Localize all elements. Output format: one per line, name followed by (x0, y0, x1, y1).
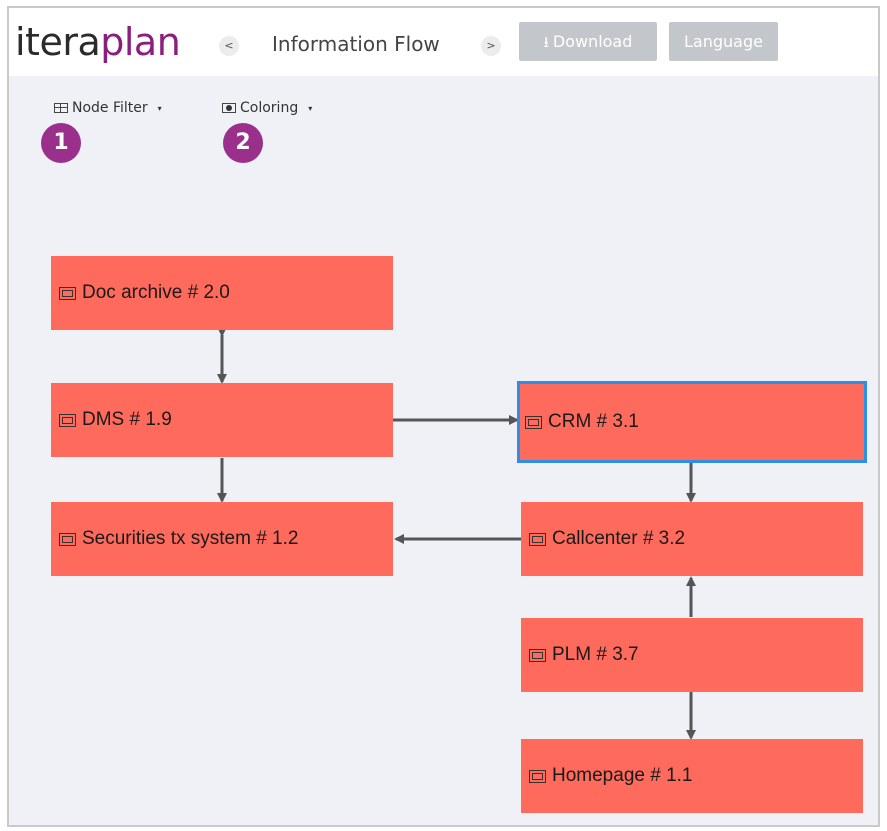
node-label: PLM # 3.7 (552, 644, 639, 665)
logo-text-itera: itera (15, 20, 101, 64)
download-button[interactable]: ⭳Download (519, 22, 657, 61)
logo-text-plan: plan (100, 20, 181, 64)
node-label: Homepage # 1.1 (552, 765, 693, 786)
download-label: Download (552, 32, 633, 51)
node-label: Doc archive # 2.0 (82, 282, 230, 303)
application-icon (59, 286, 76, 300)
language-button[interactable]: Language (669, 22, 778, 61)
page-title: Information Flow (272, 32, 440, 56)
node-crm[interactable]: CRM # 3.1 (517, 381, 867, 463)
previous-view-button[interactable]: < (219, 36, 239, 56)
node-plm[interactable]: PLM # 3.7 (521, 618, 863, 692)
chevron-down-icon: ▾ (157, 103, 162, 113)
app-window: iteraplan < Information Flow > ⭳Download… (7, 6, 880, 827)
node-filter-menu[interactable]: Node Filter ▾ (54, 100, 162, 116)
node-label: CRM # 3.1 (548, 411, 639, 432)
node-label: DMS # 1.9 (82, 409, 172, 430)
coloring-menu[interactable]: Coloring ▾ (222, 100, 312, 116)
application-icon (529, 532, 546, 546)
node-filter-icon (54, 103, 68, 113)
node-dms[interactable]: DMS # 1.9 (51, 383, 393, 457)
node-label: Securities tx system # 1.2 (82, 528, 299, 549)
header-bar: iteraplan < Information Flow > ⭳Download… (9, 8, 878, 76)
download-icon: ⭳ (543, 33, 549, 51)
application-icon (59, 413, 76, 427)
node-label: Callcenter # 3.2 (552, 528, 686, 549)
iteraplan-logo[interactable]: iteraplan (15, 20, 181, 64)
coloring-label: Coloring (240, 100, 299, 116)
node-callcenter[interactable]: Callcenter # 3.2 (521, 502, 863, 576)
application-icon (529, 769, 546, 783)
flow-edges (217, 327, 696, 740)
chevron-down-icon: ▾ (308, 103, 313, 113)
node-doc-archive[interactable]: Doc archive # 2.0 (51, 256, 393, 330)
node-securities-tx-system[interactable]: Securities tx system # 1.2 (51, 502, 393, 576)
next-view-button[interactable]: > (481, 36, 501, 56)
application-icon (529, 648, 546, 662)
application-icon (59, 532, 76, 546)
node-filter-label: Node Filter (72, 100, 148, 116)
callout-badge-2: 2 (223, 123, 263, 163)
node-homepage[interactable]: Homepage # 1.1 (521, 739, 863, 813)
application-icon (525, 415, 542, 429)
coloring-icon (222, 103, 236, 113)
callout-badge-1: 1 (41, 123, 81, 163)
